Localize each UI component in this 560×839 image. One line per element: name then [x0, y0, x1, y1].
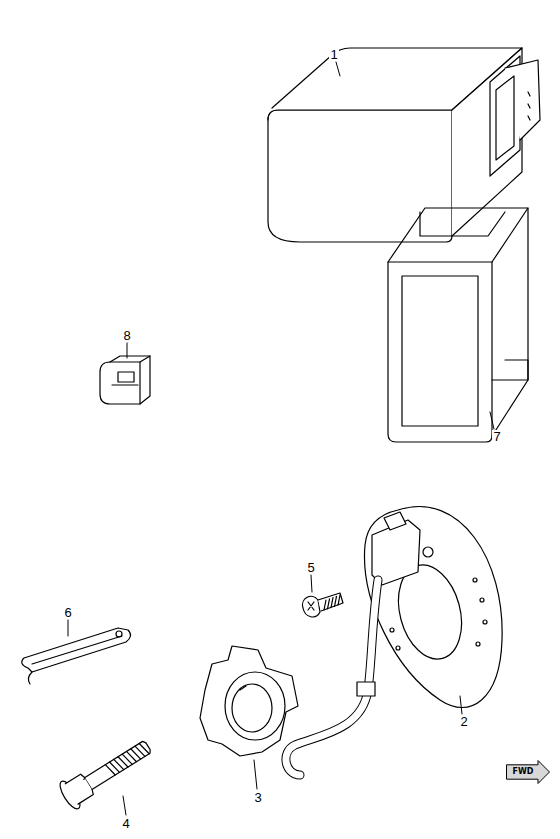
relay: [100, 356, 150, 404]
callout-number: 3: [253, 791, 262, 804]
direction-text: FWD: [513, 768, 534, 776]
callout-number: 6: [63, 606, 72, 619]
callout-number: 5: [306, 561, 315, 574]
callout-number: 7: [492, 430, 501, 443]
arrow-shape: [507, 761, 550, 784]
cdi-unit: [268, 48, 540, 242]
rotor: [200, 646, 298, 756]
callout-number: 2: [459, 715, 468, 728]
bracket: [388, 208, 528, 442]
leader-lines: [68, 62, 494, 815]
callout-number: 1: [329, 48, 338, 61]
bolt: [56, 733, 156, 812]
clamp-strip: [22, 628, 131, 684]
callout-number: 8: [122, 329, 131, 342]
pickup-coil: [286, 507, 502, 775]
forward-arrow: FWD: [506, 760, 550, 784]
callout-number: 4: [121, 817, 130, 830]
screw: [303, 593, 343, 617]
